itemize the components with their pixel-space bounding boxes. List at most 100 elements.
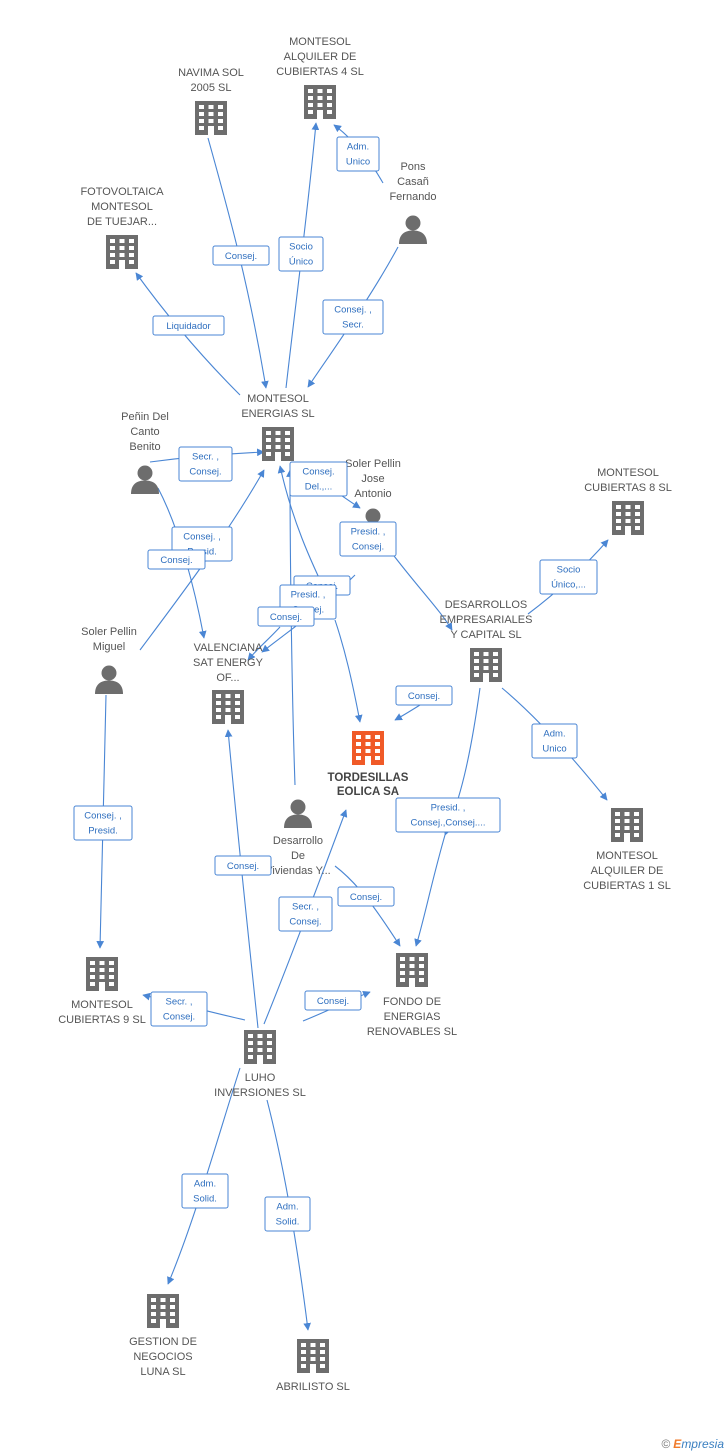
- relation-box: [278, 896, 333, 932]
- relation-label-25[interactable]: Adm.Solid.: [264, 1196, 311, 1232]
- node-label-line: Antonio: [354, 488, 391, 500]
- relation-text: Secr.: [342, 320, 364, 331]
- relation-text: Consej.: [225, 251, 257, 262]
- node-label-line: De: [291, 850, 305, 862]
- relation-box: [339, 521, 397, 557]
- node-label-line: 2005 SL: [191, 82, 232, 94]
- relation-box: [73, 805, 133, 841]
- node-fondo[interactable]: FONDO DE ENERGIAS RENOVABLES SL: [367, 953, 457, 1038]
- relation-text: Consej.: [317, 996, 349, 1007]
- person-icon: [95, 665, 123, 694]
- building-icon: [262, 427, 294, 461]
- relation-label-5[interactable]: Liquidador: [152, 315, 225, 336]
- edge-16: [394, 704, 421, 721]
- relation-label-6[interactable]: Secr. ,Consej.: [178, 446, 233, 482]
- node-label-line: LUHO: [245, 1072, 276, 1084]
- relation-label-24[interactable]: Adm.Solid.: [181, 1173, 229, 1209]
- relation-text: Consej.: [350, 892, 382, 903]
- relation-label-9[interactable]: Consej.: [147, 549, 206, 570]
- edge-19: [414, 834, 446, 947]
- relation-label-18[interactable]: Consej. ,Presid.: [73, 805, 133, 841]
- building-icon: [396, 953, 428, 987]
- node-label-line: MONTESOL: [247, 393, 309, 405]
- brand-footer: ©Empresia: [661, 1437, 724, 1451]
- node-label-line: OF...: [216, 672, 239, 684]
- relation-label-22[interactable]: Secr. ,Consej.: [150, 991, 208, 1027]
- building-icon: [244, 1030, 276, 1064]
- relation-text: Consej.: [270, 612, 302, 623]
- relation-label-14[interactable]: SocioÚnico,...: [539, 559, 598, 595]
- relation-box: [289, 461, 348, 497]
- relation-text: Presid. ,: [291, 590, 326, 601]
- relation-label-15[interactable]: Consej.: [395, 685, 453, 706]
- relation-label-17[interactable]: Presid. ,Consej.,Consej....: [395, 797, 501, 833]
- node-label-line: ALQUILER DE: [591, 865, 664, 877]
- relation-text: Presid. ,: [431, 803, 466, 814]
- relation-label-19[interactable]: Consej.: [214, 855, 272, 876]
- node-label-line: ENERGIAS: [384, 1011, 441, 1023]
- relation-box: [337, 886, 395, 907]
- edge-10: [390, 551, 453, 631]
- relation-label-20[interactable]: Secr. ,Consej.: [278, 896, 333, 932]
- node-abrilisto[interactable]: ABRILISTO SL: [276, 1339, 350, 1393]
- node-label-line: MONTESOL: [71, 999, 133, 1011]
- relation-text: Consej. ,: [183, 532, 221, 543]
- relation-text: Adm.: [194, 1179, 216, 1190]
- relation-text: Consej.: [163, 1012, 195, 1023]
- person-icon: [131, 465, 159, 494]
- node-label-line: Fernando: [389, 191, 436, 203]
- relation-label-4[interactable]: Consej. ,Secr.: [322, 299, 384, 335]
- copyright-symbol: ©: [661, 1437, 671, 1451]
- node-label-line: RENOVABLES SL: [367, 1026, 457, 1038]
- relation-label-7[interactable]: Consej.Del.,...: [289, 461, 348, 497]
- relation-label-23[interactable]: Consej.: [304, 990, 362, 1011]
- relation-text: Consej.: [227, 861, 259, 872]
- node-energias[interactable]: MONTESOL ENERGIAS SL: [241, 393, 315, 461]
- relation-label-13[interactable]: Consej.: [257, 606, 315, 627]
- relation-text: Presid. ,: [351, 527, 386, 538]
- node-label-line: Benito: [129, 441, 160, 453]
- relation-text: Consej. ,: [84, 811, 122, 822]
- node-label-line: FONDO DE: [383, 996, 441, 1008]
- relation-label-10[interactable]: Presid. ,Consej.: [339, 521, 397, 557]
- building-icon: [212, 690, 244, 724]
- person-icon: [399, 215, 427, 244]
- relation-text: Socio: [289, 242, 313, 253]
- relation-label-3[interactable]: Adm.Unico: [336, 136, 380, 172]
- brand-logo-initial: E: [673, 1437, 682, 1451]
- relation-text: Liquidador: [166, 321, 210, 332]
- relation-label-16[interactable]: Adm.Unico: [531, 723, 578, 759]
- relation-box: [531, 723, 578, 759]
- relation-box: [395, 797, 501, 833]
- relation-label-21[interactable]: Consej.: [337, 886, 395, 907]
- relation-label-1[interactable]: Consej.: [212, 245, 270, 266]
- relation-text: Consej.: [189, 467, 221, 478]
- node-label-line: CUBIERTAS 4 SL: [276, 66, 364, 78]
- building-icon: [106, 235, 138, 269]
- node-label-line: Desarrollo: [273, 835, 323, 847]
- node-label-line: DE TUEJAR...: [87, 216, 157, 228]
- edge-15: [334, 619, 363, 723]
- relation-text: Adm.: [543, 729, 565, 740]
- node-label-line: ENERGIAS SL: [241, 408, 314, 420]
